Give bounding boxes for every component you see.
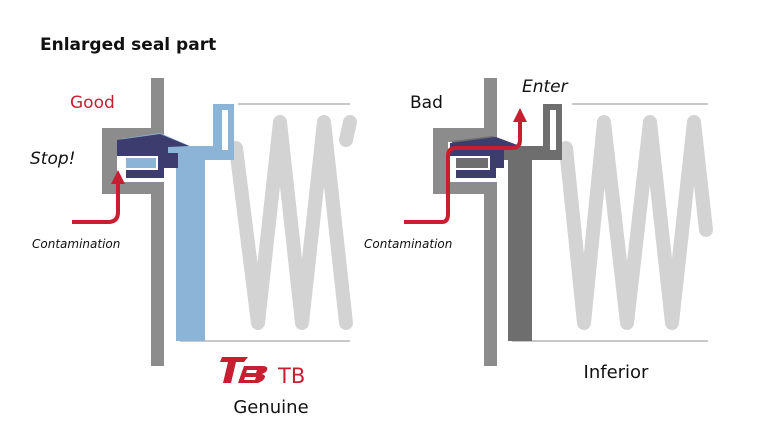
genuine-caption: Genuine (233, 397, 308, 418)
inferior-seal-panel: Bad Enter Contamination Inferior (364, 77, 713, 383)
genuine-seal (117, 104, 234, 341)
brand-tb-label: TB (277, 364, 305, 388)
inferior-contamination-arrow (404, 108, 527, 224)
diagram-title: Enlarged seal part (40, 35, 216, 55)
left-contamination-label: Contamination (32, 237, 120, 251)
genuine-contamination-arrow (72, 170, 125, 224)
genuine-spring (229, 115, 357, 330)
enter-label: Enter (522, 77, 569, 97)
inferior-seal (450, 104, 562, 341)
inferior-spring (559, 115, 713, 330)
inferior-housing (433, 78, 497, 366)
bad-label: Bad (410, 93, 443, 113)
inferior-caption: Inferior (584, 362, 650, 383)
genuine-cylinder-lines (180, 103, 350, 342)
right-contamination-label: Contamination (364, 237, 452, 251)
stop-label: Stop! (30, 149, 75, 169)
tb-logo-icon (220, 357, 268, 383)
genuine-seal-panel: Good Stop! Contamination TB Genuine (30, 78, 357, 418)
inferior-cylinder-lines (512, 103, 708, 342)
good-label: Good (70, 93, 115, 113)
